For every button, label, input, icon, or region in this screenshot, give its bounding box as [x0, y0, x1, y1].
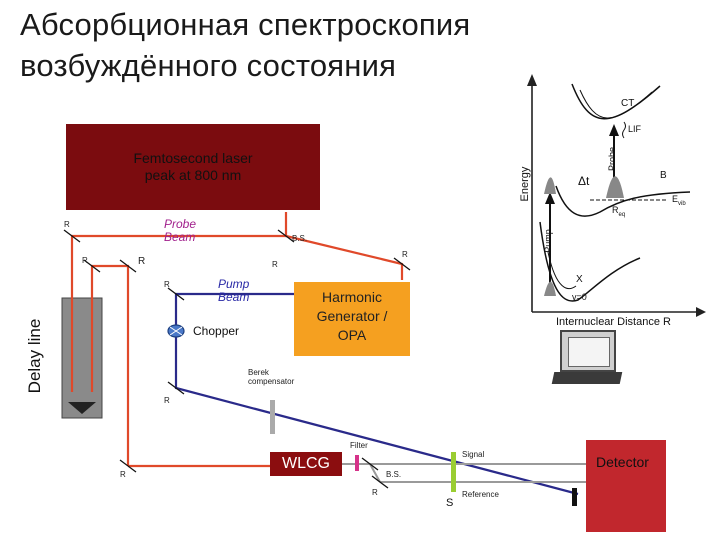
distance-axis-label: Internuclear Distance R	[556, 316, 671, 328]
delay-line-stage	[61, 297, 103, 419]
delay-line-retroreflector	[68, 402, 96, 414]
r-eq-label: Req	[612, 205, 625, 218]
lif-label: LIF	[628, 124, 642, 134]
probe-arrow-label: Probe	[607, 146, 617, 172]
pump-beam-path	[174, 292, 579, 496]
pump-arrow-label: Pump	[543, 229, 553, 253]
v0-label: v=0	[572, 292, 587, 302]
mirror-label-r-left2: R	[82, 256, 88, 265]
reference-label: Reference	[462, 490, 499, 499]
computer-monitor-icon	[560, 330, 616, 372]
pump-beam-line-1: Pump	[218, 277, 250, 291]
e-vib-label: Evib	[672, 194, 686, 207]
mirror-label-r-pump: R	[164, 280, 170, 289]
chopper-label: Chopper	[193, 324, 240, 338]
potential-energy-diagram	[527, 74, 706, 317]
femtosecond-laser-box: Femtosecond laser peak at 800 nm	[66, 124, 320, 210]
berek-compensator	[270, 400, 275, 434]
mirrors	[63, 229, 411, 489]
e-vib-main: E	[672, 194, 679, 204]
pump-beam-label: Pump Beam	[218, 278, 249, 304]
mirror-label-r-bottom: R	[120, 470, 126, 479]
page-title: Абсорбционная спектроскопия возбуждённог…	[20, 4, 470, 86]
sample-label: S	[446, 497, 454, 509]
pump-beam-line-2: Beam	[218, 290, 250, 304]
sample	[451, 452, 456, 492]
filter	[355, 455, 359, 471]
signal-reference-path	[342, 463, 586, 483]
energy-axis-label: Energy	[519, 166, 531, 202]
title-line-2: возбуждённого состояния	[20, 48, 397, 83]
probe-beam-line-2: Beam	[164, 230, 196, 244]
probe-beam-label: Probe Beam	[164, 218, 196, 244]
keyboard-icon	[551, 372, 623, 384]
mirror-label-r-topleft: R	[64, 220, 70, 229]
mirror-label-r-mid: R	[138, 256, 146, 267]
detector-box: Detector	[586, 440, 666, 532]
harmonic-generator-box: Harmonic Generator / OPA	[294, 282, 410, 356]
laser-line-1: Femtosecond laser	[133, 150, 253, 166]
mirror-label-bs-wlcg: B.S.	[386, 470, 402, 479]
laser-line-2: peak at 800 nm	[144, 167, 242, 183]
berek-line-2: compensator	[248, 377, 295, 386]
berek-line-1: Berek	[248, 368, 269, 377]
e-vib-sub: vib	[678, 200, 686, 207]
berek-label: Berek compensator	[248, 368, 294, 386]
harmonic-line-3: OPA	[337, 327, 367, 343]
mirror-label-bs-probe: B.S.	[292, 234, 308, 243]
wlcg-label: WLCG	[282, 455, 330, 472]
delay-line-label: Delay line	[25, 318, 44, 394]
beam-stop	[572, 488, 577, 506]
signal-label: Signal	[462, 450, 485, 459]
monitor-screen	[568, 337, 610, 367]
probe-beam-line-1: Probe	[164, 217, 197, 231]
r-eq-main: R	[612, 205, 619, 215]
ct-label: CT	[621, 98, 635, 109]
mirror-label-r-wlcg-low: R	[372, 488, 378, 497]
wlcg-box: WLCG	[270, 452, 342, 476]
delta-t-label: Δt	[578, 174, 590, 188]
mirror-label-r-pump-low: R	[164, 396, 170, 405]
r-eq-sub: eq	[618, 211, 626, 218]
title-line-1: Абсорбционная спектроскопия	[20, 7, 471, 42]
harmonic-line-1: Harmonic	[322, 289, 382, 305]
mirror-label-r-probe-corner: R	[272, 260, 278, 269]
mirror-label-r-harm: R	[402, 250, 408, 259]
filter-label: Filter	[350, 441, 368, 450]
x-state-label: X	[576, 274, 583, 285]
harmonic-line-2: Generator /	[316, 308, 388, 324]
detector-label: Detector	[596, 454, 649, 470]
b-state-label: B	[660, 170, 667, 181]
